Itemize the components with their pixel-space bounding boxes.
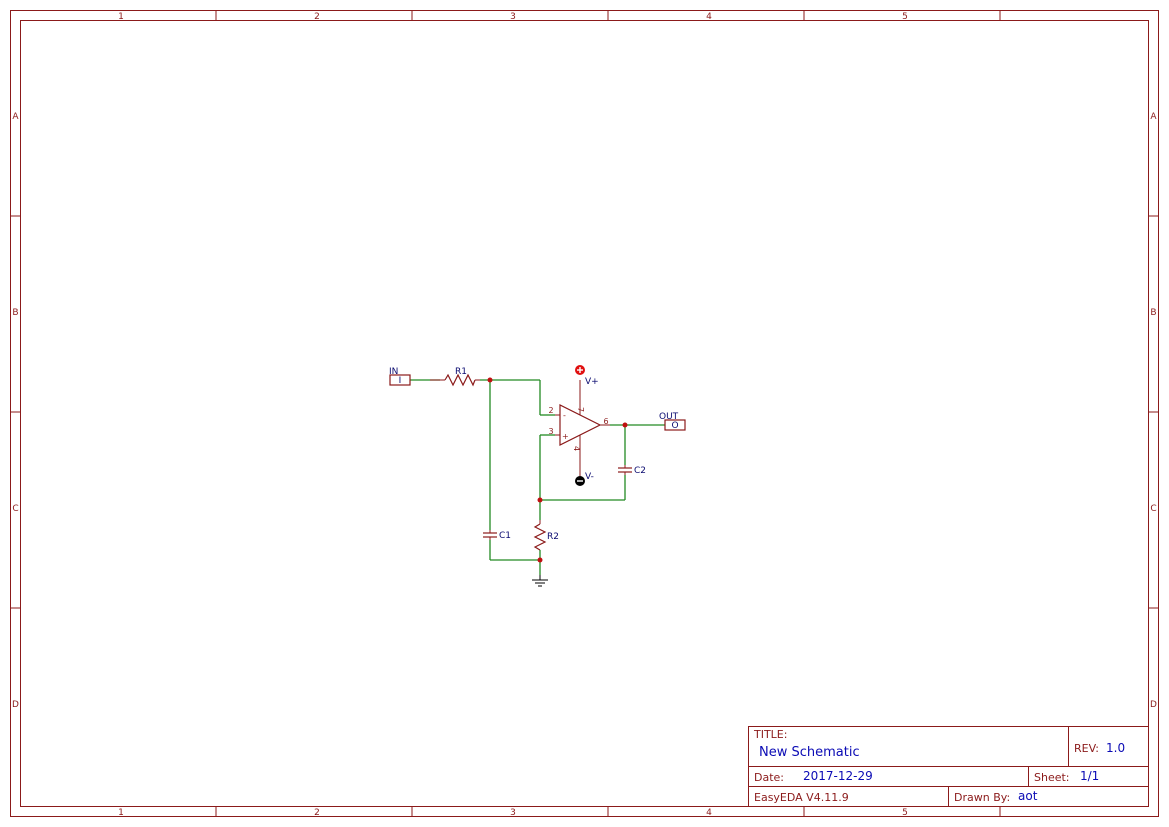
software-version: EasyEDA V4.11.9 (754, 791, 849, 804)
input-port[interactable]: I IN (389, 367, 411, 386)
row-label: B (12, 308, 18, 318)
junctions (487, 377, 628, 563)
junction-dot (622, 422, 628, 428)
row-label: A (1150, 112, 1157, 122)
drawn-by-value: aot (1018, 789, 1038, 803)
opamp-pin-6: 6 (603, 417, 608, 426)
output-port-pin: O (671, 421, 678, 431)
input-port-pin: I (399, 376, 402, 386)
row-labels-right: A B C D (1150, 112, 1157, 710)
inner-frame (20, 20, 1149, 807)
ground-icon (532, 575, 548, 587)
capacitor-c2[interactable]: C2 (618, 465, 646, 476)
column-label: 1 (118, 12, 124, 22)
resistor-r2-label: R2 (547, 532, 559, 542)
column-label: 3 (510, 808, 516, 818)
opamp-pin-7: 7 (576, 407, 585, 412)
outer-frame (10, 10, 1159, 817)
capacitor-c2-label: C2 (634, 466, 646, 476)
date-value: 2017-12-29 (803, 769, 873, 783)
power-vminus[interactable]: V- (575, 472, 594, 486)
input-port-box[interactable] (389, 374, 411, 386)
row-label: C (1150, 504, 1156, 514)
rev-label: REV: (1074, 742, 1099, 755)
row-ticks (10, 215, 1159, 609)
title-block: TITLE: New Schematic REV: 1.0 Date: 2017… (748, 726, 1149, 807)
capacitor-c1[interactable]: C1 (483, 530, 511, 541)
output-port-label: OUT (659, 412, 679, 422)
resistor-r1-label: R1 (455, 367, 467, 377)
column-label: 1 (118, 808, 124, 818)
opamp-u1[interactable]: - + 2 3 6 7 4 (548, 380, 610, 478)
opamp-pin-2: 2 (548, 406, 553, 415)
junction-dot (487, 377, 493, 383)
column-label: 3 (510, 12, 516, 22)
circuit: I IN R1 C1 R2 (389, 365, 686, 587)
column-label: 2 (314, 12, 320, 22)
vplus-label: V+ (585, 377, 599, 387)
opamp-sign-plus: + (562, 432, 569, 441)
column-label: 5 (902, 808, 908, 818)
column-labels-bottom: 1 2 3 4 5 (118, 808, 908, 818)
power-vplus[interactable]: V+ (575, 365, 599, 387)
row-label: D (1150, 700, 1157, 710)
row-label: B (1150, 308, 1156, 318)
opamp-sign-minus: - (563, 411, 566, 420)
drawn-by-label: Drawn By: (954, 791, 1010, 804)
row-label: D (12, 700, 19, 710)
column-label: 2 (314, 808, 320, 818)
column-label: 4 (706, 12, 712, 22)
resistor-r1[interactable]: R1 (430, 367, 480, 387)
column-labels-top: 1 2 3 4 5 (118, 12, 908, 22)
resistor-r2[interactable]: R2 (533, 520, 559, 551)
column-label: 4 (706, 808, 712, 818)
vminus-label: V- (585, 472, 594, 482)
opamp-pin-3: 3 (548, 427, 553, 436)
output-port-box[interactable] (664, 419, 686, 431)
junction-dot (537, 497, 543, 503)
row-label: A (12, 112, 19, 122)
sheet-value: 1/1 (1080, 769, 1099, 783)
resistor-r2-body[interactable] (533, 523, 547, 551)
capacitor-c1-label: C1 (499, 531, 511, 541)
junction-dot (537, 557, 543, 563)
resistor-r1-body[interactable] (444, 373, 476, 387)
column-ticks (215, 10, 1001, 817)
opamp-pin-4: 4 (572, 446, 581, 451)
title-value: New Schematic (759, 745, 860, 760)
input-port-label: IN (389, 367, 398, 377)
date-label: Date: (754, 771, 784, 784)
column-label: 5 (902, 12, 908, 22)
row-label: C (12, 504, 18, 514)
row-labels-left: A B C D (12, 112, 19, 710)
sheet-label: Sheet: (1034, 771, 1070, 784)
rev-value: 1.0 (1106, 741, 1125, 755)
output-port[interactable]: O OUT (659, 412, 686, 431)
title-label: TITLE: (753, 728, 787, 741)
